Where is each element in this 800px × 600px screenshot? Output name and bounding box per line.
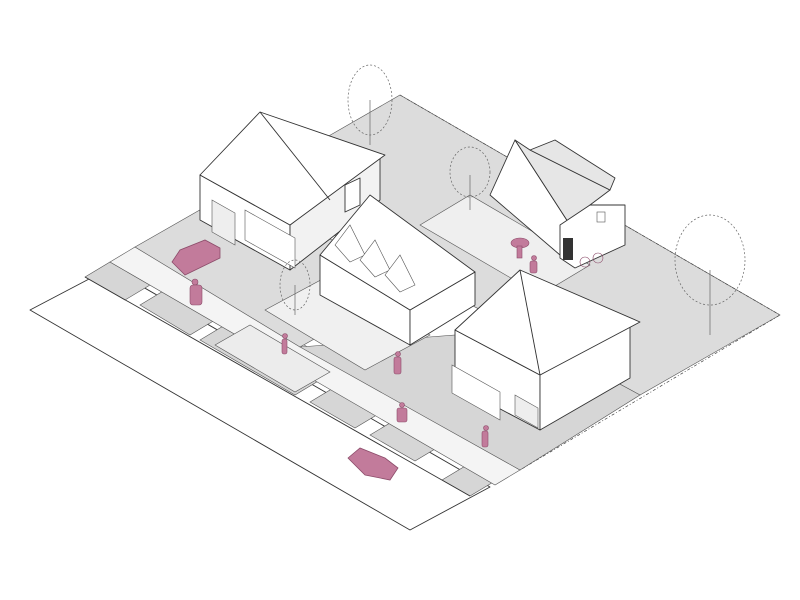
person-icon [189, 278, 203, 306]
tree-icon [279, 259, 311, 315]
tree-icon [674, 214, 746, 335]
car-icon [347, 447, 399, 481]
person-icon [393, 351, 402, 375]
trees [279, 64, 746, 335]
bicycle-icon [579, 252, 604, 268]
person-icon [529, 255, 538, 274]
chimney [344, 177, 361, 213]
tree-icon [449, 146, 491, 210]
paved-path [214, 324, 331, 393]
house-dormer-center [319, 194, 476, 346]
tree-icon [347, 64, 393, 145]
patio-table-icon [510, 237, 530, 259]
person-icon [281, 333, 288, 355]
gravel-yard [264, 274, 431, 371]
house-front-right [451, 269, 641, 431]
people [189, 237, 604, 448]
adu-cottage-back [489, 139, 626, 269]
person-icon [481, 425, 489, 448]
person-icon [396, 402, 408, 423]
garden-gravel [419, 194, 591, 296]
house-two-storey-left [199, 111, 386, 271]
car-icon [171, 239, 221, 276]
